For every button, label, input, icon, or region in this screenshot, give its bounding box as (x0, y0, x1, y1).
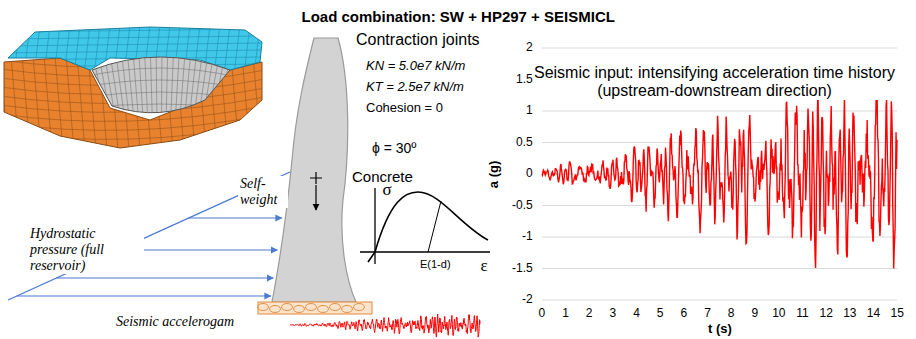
pressure-line (8, 172, 290, 300)
tick-label: 7 (704, 307, 711, 321)
foundation-rock (258, 304, 269, 311)
foundation-rock (342, 306, 353, 313)
tick-label: -1 (522, 230, 533, 244)
pressure-arrow (56, 277, 273, 278)
pressure-arrow (17, 295, 271, 296)
axis-symbol: σ (383, 180, 392, 200)
tick-label: 15 (891, 307, 904, 321)
centroid-cross (310, 172, 322, 184)
tick-label: 2 (526, 41, 533, 55)
parameter-label: ϕ = 30º (372, 140, 416, 156)
dam-arch-mesh (92, 57, 230, 113)
tick-label: 8 (728, 307, 735, 321)
foundation-rock (318, 306, 329, 313)
axis-title: t (s) (708, 322, 732, 337)
tick-label: 11 (796, 307, 808, 321)
load-label: Seismic accelerogam (116, 314, 234, 330)
load-label: Self-weight (238, 176, 288, 208)
tick-label: 10 (772, 307, 785, 321)
tick-label: 14 (867, 307, 880, 321)
tick-label: 12 (820, 307, 833, 321)
tick-label: 3 (610, 307, 617, 321)
stress-curve (368, 192, 488, 262)
tick-label: 1 (562, 307, 569, 321)
load-label: Hydrostatic pressure (full reservoir) (28, 226, 144, 274)
grid-line (542, 48, 897, 49)
tick-label: 1 (526, 104, 533, 118)
grid-line (542, 268, 897, 269)
terrain-mesh (4, 58, 262, 148)
foundation-rock (282, 304, 293, 311)
grid-line (542, 237, 897, 238)
weight-arrow (315, 185, 316, 210)
foundation-rock (294, 306, 305, 313)
stress-axes (360, 188, 490, 264)
unloading-line (428, 201, 441, 252)
axis-title: a (g) (487, 160, 502, 187)
tick-label: 4 (633, 307, 640, 321)
tick-label: -2 (522, 293, 533, 307)
tick-label: 1.5 (516, 73, 533, 87)
foundation-rock (306, 304, 317, 311)
foundation-rock (354, 304, 365, 311)
tick-label: -1.5 (512, 262, 533, 276)
parameter-label: E(1-d) (420, 258, 451, 271)
parameter-label: KT = 2.5e7 kN/m (366, 80, 464, 95)
foundation (258, 302, 372, 314)
pressure-arrow (189, 217, 282, 218)
tick-label: 9 (752, 307, 759, 321)
accelerogram-trace (290, 314, 480, 337)
tick-label: -0.5 (512, 199, 533, 213)
dam-arch-grid (80, 40, 240, 125)
parameter-label: Cohesion = 0 (366, 101, 443, 116)
tick-label: 0 (539, 307, 546, 321)
tick-label: 2 (586, 307, 593, 321)
acceleration-series (542, 89, 897, 269)
component-label: Concrete (352, 168, 413, 185)
dam-section (272, 38, 356, 302)
component-label: Contraction joints (356, 31, 480, 49)
tick-label: 6 (681, 307, 688, 321)
parameter-label: KN = 5.0e7 kN/m (366, 59, 465, 74)
tick-label: 0.5 (516, 136, 533, 150)
tick-label: 13 (843, 307, 856, 321)
axis-symbol: ε (481, 256, 488, 276)
chart-title: Seismic input: intensifying acceleration… (513, 64, 916, 101)
tick-label: 5 (657, 307, 664, 321)
figure-title: Load combination: SW + HP297 + SEISMICL (302, 8, 615, 25)
grid-line (542, 205, 897, 206)
tick-label: 0 (526, 167, 533, 181)
grid-line (542, 300, 897, 301)
foundation-rock (270, 306, 281, 313)
foundation-rock (330, 304, 341, 311)
